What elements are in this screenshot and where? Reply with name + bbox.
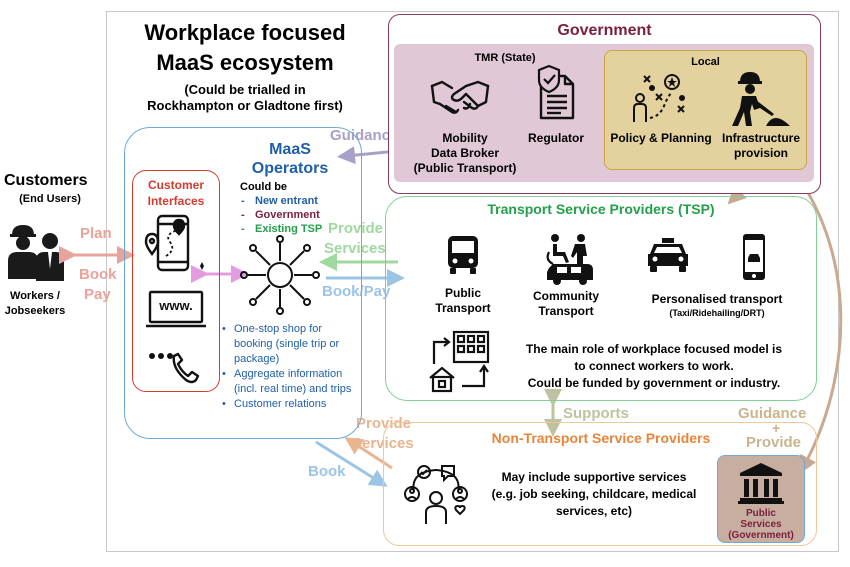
policy-planning-label: Policy & Planning (610, 131, 712, 145)
customer-interfaces-line1: Customer (147, 178, 204, 192)
supports-label: Supports (563, 405, 629, 422)
rideshare-phone-icon (743, 234, 765, 280)
ntsp-desc-line2: (e.g. job seeking, childcare, medical (491, 487, 697, 501)
option-existing-tsp: Existing TSP (255, 223, 323, 235)
tsp-role-line2: to connect workers to work. (574, 359, 734, 373)
maas-operators-box (124, 127, 362, 439)
diagram-subtitle-line2: Rockhampton or Gladtone first) (147, 98, 343, 113)
public-services-line2: Services (740, 519, 782, 530)
workers-label-line1: Workers / (10, 290, 60, 302)
maas-title-line2: Operators (251, 160, 329, 177)
option-government: Government (255, 209, 320, 221)
bullet-1: • (222, 323, 226, 335)
home-to-work-icon (429, 330, 490, 393)
regulator-label: Regulator (527, 131, 584, 145)
taxi-icon (648, 238, 688, 272)
bullet-2-line1: Aggregate information (234, 368, 343, 380)
ntsp-desc-line1: May include supportive services (501, 470, 687, 484)
public-transport-line2: Transport (435, 301, 491, 315)
book-pay-label: Book/Pay (322, 283, 391, 300)
plan-label: Plan (80, 225, 112, 242)
bullet-3-line1: Customer relations (234, 398, 327, 410)
accessible-community-icon (546, 234, 593, 285)
handshake-icon (430, 80, 490, 114)
book-ntsp-label: Book (308, 463, 346, 480)
data-broker-line1: Mobility (442, 131, 488, 145)
tsp-title: Transport Service Providers (TSP) (487, 201, 715, 217)
diagram-title-line2: MaaS ecosystem (156, 50, 334, 75)
local-government-panel (604, 50, 807, 170)
provide-services-label-1: Provide (328, 220, 384, 237)
book-label: Book (79, 266, 117, 283)
diagram-subtitle-line1: (Could be trialled in (184, 82, 306, 97)
bullet-1-line3: package) (234, 353, 280, 365)
provide-right-label: Provide (746, 434, 802, 451)
bullet-1-line2: booking (single trip or (234, 338, 340, 350)
public-services-line3: (Government) (728, 530, 794, 541)
data-broker-line3: (Public Transport) (413, 161, 517, 175)
planning-strategy-icon (633, 74, 685, 122)
construction-worker-icon (732, 72, 790, 126)
phone-call-icon (149, 352, 200, 384)
bullet-2: • (222, 368, 226, 380)
ntsp-box (383, 422, 817, 546)
personalised-transport-label: Personalised transport (651, 292, 783, 306)
customer-interfaces-line2: Interfaces (147, 194, 205, 208)
community-transport-line1: Community (533, 289, 599, 303)
tsp-box (385, 196, 817, 401)
regulator-document-icon (537, 64, 575, 120)
maas-title-line1: MaaS (269, 141, 311, 158)
option-dash-2: - (241, 209, 245, 221)
infrastructure-line2: provision (733, 146, 788, 160)
guidance-right-label: Guidance (738, 405, 807, 422)
ntsp-desc-line3: services, etc) (555, 504, 633, 518)
laptop-website-icon (146, 290, 206, 328)
tmr-label: TMR (State) (474, 52, 536, 64)
local-label: Local (691, 56, 720, 68)
public-transport-line1: Public (444, 286, 481, 300)
bus-icon (448, 236, 478, 274)
personalised-transport-sub: (Taxi/Ridehailing/DRT) (669, 308, 765, 318)
customers-subtitle: (End Users) (19, 193, 81, 205)
maas-hub-network-icon (240, 235, 320, 315)
tsp-role-line3: Could be funded by government or industr… (527, 376, 781, 390)
option-dash-3: - (241, 223, 245, 235)
provide-services-label-2: Services (324, 240, 386, 257)
bullet-2-line2: (incl. real time) and trips (234, 383, 352, 395)
tsp-role-line1: The main role of workplace focused model… (525, 342, 783, 356)
option-new-entrant: New entrant (255, 195, 318, 207)
data-broker-line2: Data Broker (430, 146, 500, 160)
workers-icon (8, 225, 64, 281)
government-building-icon (738, 463, 784, 504)
mobile-map-icon (144, 214, 204, 272)
could-be-label: Could be (240, 181, 288, 193)
customer-interfaces-box (132, 170, 220, 392)
infrastructure-line1: Infrastructure (721, 131, 801, 145)
government-title: Government (557, 22, 652, 39)
www-label: www. (159, 298, 193, 313)
support-network-icon (404, 465, 468, 524)
public-services-line1: Public (745, 508, 776, 519)
customers-title: Customers (4, 172, 88, 189)
diagram-title-line1: Workplace focused (144, 20, 346, 45)
community-transport-line2: Transport (538, 304, 594, 318)
plus-label: + (772, 420, 781, 436)
workers-label-line2: Jobseekers (4, 305, 66, 317)
bullet-1-line1: One-stop shop for (234, 323, 323, 335)
option-dash-1: - (241, 195, 245, 207)
ntsp-title: Non-Transport Service Providers (491, 430, 711, 446)
bullet-3: • (222, 398, 226, 410)
provide-services-label-4: Services (352, 435, 414, 452)
pay-label: Pay (84, 286, 111, 303)
